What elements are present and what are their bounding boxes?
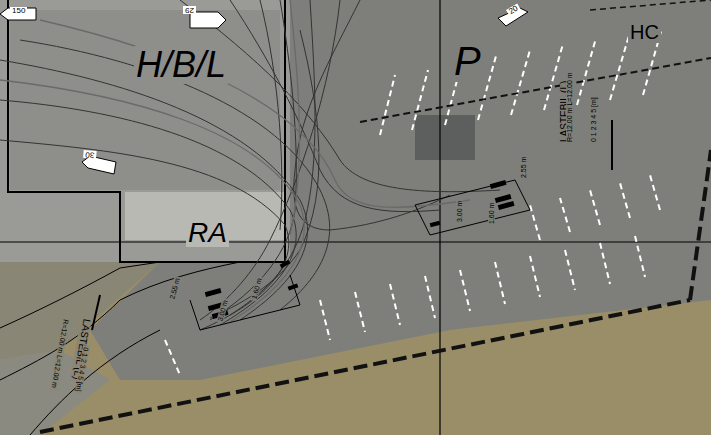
dimension-label: 3.00 m: [456, 199, 463, 224]
zone-label: HC: [628, 22, 661, 43]
area-label: P: [452, 40, 483, 82]
direction-number: 150: [10, 7, 27, 15]
dimension-label: 2.55 m: [520, 155, 527, 180]
dimension-label: 1.60 m: [488, 201, 495, 226]
area-label: H/B/L: [134, 46, 228, 84]
direction-number: 29: [183, 6, 196, 14]
area-label: RA: [186, 218, 229, 247]
scale-label: 0 1 2 3 4 5 [m]: [590, 95, 597, 144]
direction-number: 30: [83, 150, 97, 159]
vehicle-spec: R=12.00 m L=12.00 m: [566, 70, 573, 144]
